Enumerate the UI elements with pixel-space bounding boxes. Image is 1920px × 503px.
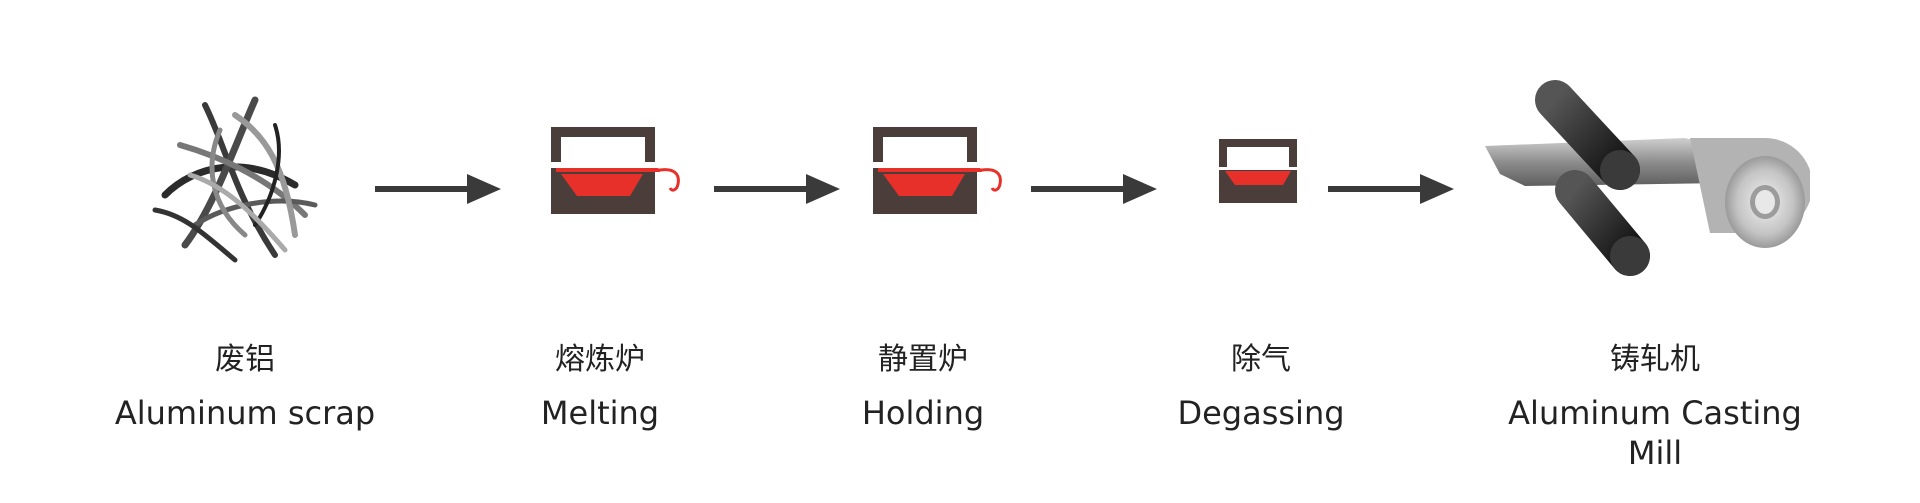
step-label-cn: 废铝: [215, 342, 275, 377]
flow-arrow-4: [1328, 174, 1454, 204]
step-label-en: Aluminum scrap: [114, 394, 376, 432]
step-label-cn: 熔炼炉: [555, 342, 645, 377]
step-melting: 熔炼炉 Melting: [450, 0, 750, 503]
degassing-icon: [1111, 80, 1411, 280]
melting-furnace-icon: [450, 80, 750, 280]
flow-arrow-3: [1031, 174, 1157, 204]
holding-furnace-icon: [773, 80, 1073, 280]
casting-mill-icon: [1485, 80, 1810, 280]
step-label-cn: 铸轧机: [1610, 342, 1700, 377]
step-label-en: Aluminum Casting Mill: [1508, 394, 1802, 472]
step-label-cn: 静置炉: [878, 342, 968, 377]
step-label-en: Holding: [861, 394, 985, 432]
aluminum-scrap-icon: [95, 80, 395, 280]
step-casting-mill: 铸轧机 Aluminum Casting Mill: [1485, 0, 1810, 503]
step-aluminum-scrap: 废铝 Aluminum scrap: [95, 0, 395, 503]
step-holding: 静置炉 Holding: [773, 0, 1073, 503]
step-label-cn: 除气: [1231, 342, 1291, 377]
flow-arrow-1: [375, 174, 501, 204]
step-label-en: Melting: [540, 394, 660, 432]
step-degassing: 除气 Degassing: [1111, 0, 1411, 503]
step-label-en: Degassing: [1177, 394, 1345, 432]
flow-arrow-2: [714, 174, 840, 204]
